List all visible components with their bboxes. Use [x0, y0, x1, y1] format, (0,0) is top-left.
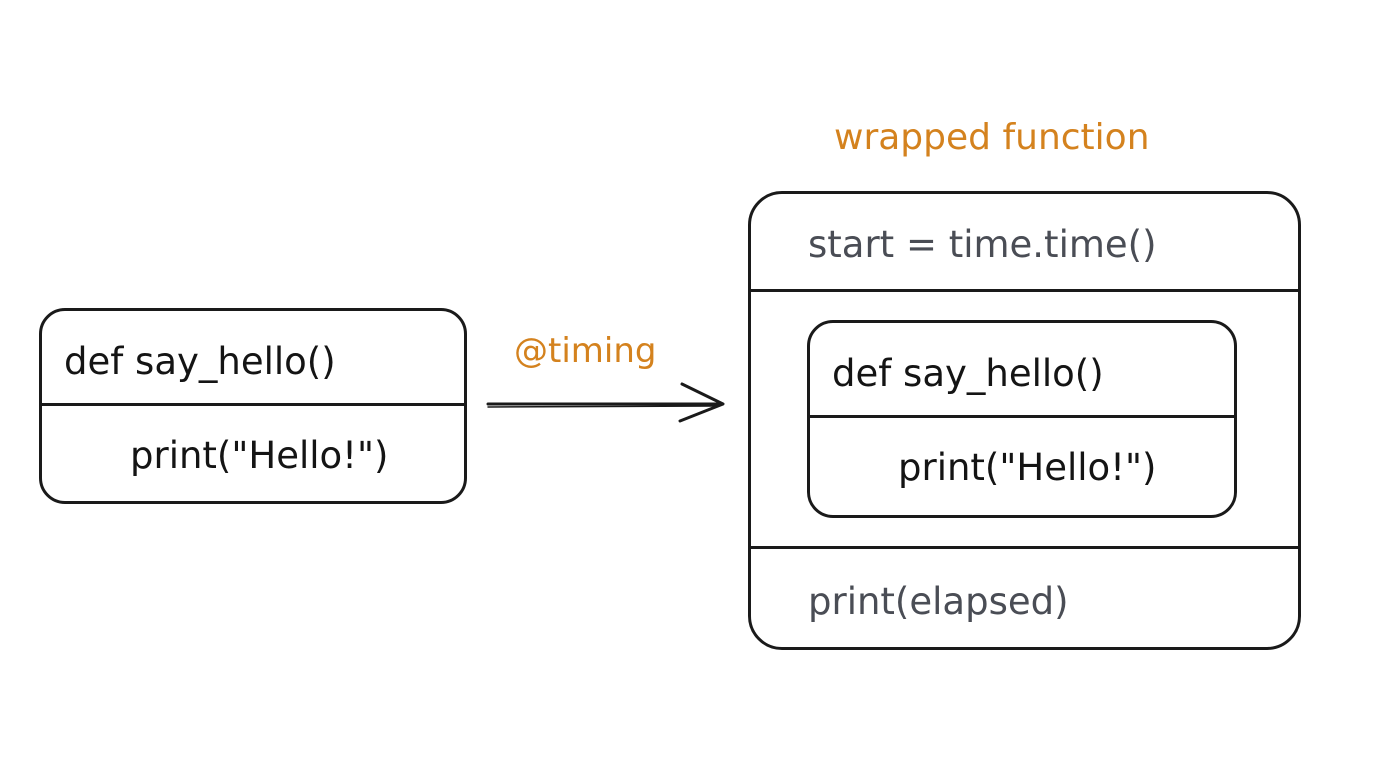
wrapper-start-line: start = time.time()	[808, 223, 1157, 266]
wrapper-bottom-divider	[751, 546, 1298, 549]
transform-arrow	[486, 382, 725, 423]
wrapped-function-box: start = time.time() def say_hello() prin…	[748, 191, 1301, 650]
original-function-divider	[42, 403, 464, 406]
wrapper-print-elapsed-line: print(elapsed)	[808, 580, 1069, 623]
wrapper-top-divider	[751, 289, 1298, 292]
inner-function-box: def say_hello() print("Hello!")	[807, 320, 1237, 518]
original-function-body: print("Hello!")	[130, 434, 389, 477]
original-function-box: def say_hello() print("Hello!")	[39, 308, 467, 504]
decorator-label: @timing	[514, 331, 657, 371]
inner-function-signature: def say_hello()	[832, 352, 1104, 395]
inner-function-body: print("Hello!")	[898, 446, 1157, 489]
arrow-shaft-sketch	[487, 405, 719, 408]
arrow-head	[678, 382, 725, 423]
original-function-signature: def say_hello()	[64, 340, 336, 383]
inner-function-divider	[810, 415, 1234, 418]
wrapped-function-title: wrapped function	[834, 117, 1150, 158]
